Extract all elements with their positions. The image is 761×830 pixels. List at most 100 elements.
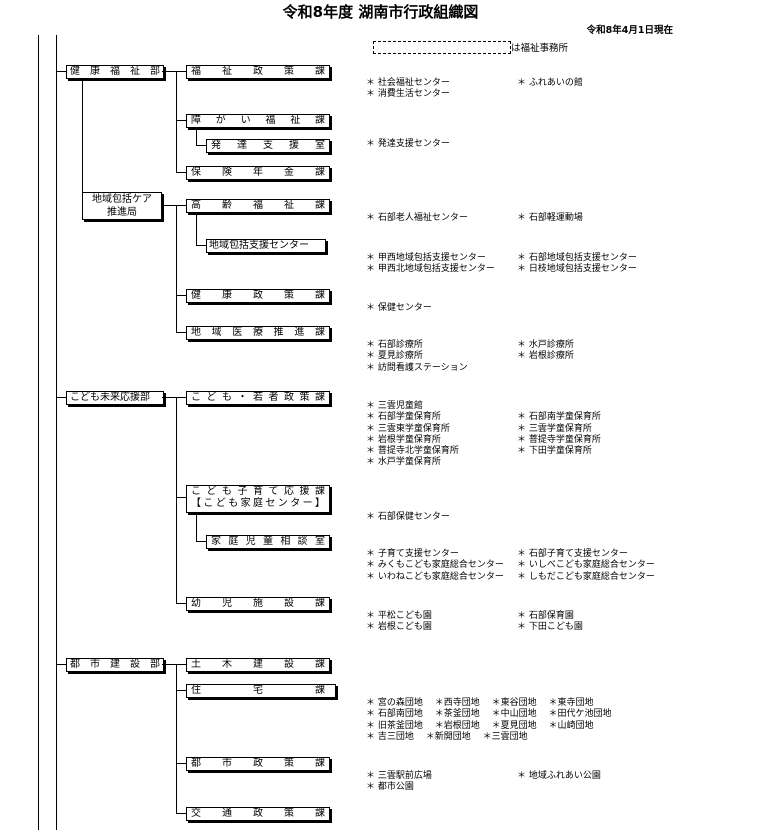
unit-kosodate-ouen: こども子育て応援課 【こども家庭センター】 (186, 485, 330, 513)
facility-item: ＊ 社会福祉センター (366, 78, 450, 88)
facility-item: ＊ 岩根診療所 (517, 351, 574, 362)
facility-item: ＊ 石部保健センター (366, 512, 450, 522)
unit-hoken-nenkin: 保険年金課 (186, 166, 330, 180)
facility-item: ＊ 甲西地域包括支援センター (366, 253, 486, 263)
branch-line (82, 78, 83, 192)
unit-hattatsu-shien: 発達支援室 (206, 139, 330, 153)
legend-label: は福祉事務所 (511, 43, 569, 54)
facility-list: ＊ 宮の森団地 ＊西寺団地 ＊東谷団地 ＊東寺団地＊ 石部南団地 ＊茶釜団地 ＊… (366, 698, 611, 743)
bureau-line-2: 推進局 (107, 207, 137, 218)
connector (176, 603, 186, 604)
connector (196, 145, 206, 146)
facility-list: ＊ 発達支援センター (366, 139, 450, 150)
facility-list: ＊ 保健センター (366, 303, 432, 314)
facility-item: ＊ 夏見診療所 (366, 351, 423, 362)
facility-item (517, 401, 601, 412)
facility-item: ＊ 石部診療所 (366, 340, 423, 350)
facility-item: ＊ 石部地域包括支援センター (517, 253, 637, 263)
connector (176, 813, 186, 814)
unit-fukushi-seisaku: 福祉政策課 (186, 65, 330, 79)
unit-youji-shisetsu: 幼児施設課 (186, 597, 330, 611)
facility-item: ＊ 三雲駅前広場 (366, 771, 432, 781)
unit-kotsu-seisaku: 交通政策課 (186, 807, 330, 821)
facility-item: ＊ いしべこども家庭総合センター (517, 560, 655, 571)
connector (176, 172, 186, 173)
bureau-chiiki-houkatsu-care: 地域包括ケア 推進局 (82, 192, 162, 220)
facility-item: ＊ 三雲東学童保育所 (366, 423, 450, 434)
branch-line (196, 512, 197, 541)
facility-item: ＊ 岩根こども園 (366, 622, 432, 633)
dept-kenko-fukushi: 健康福祉部 (66, 65, 164, 79)
facility-list: ＊ 甲西地域包括支援センター＊ 甲西北地域包括支援センター (366, 253, 495, 276)
facility-list: ＊ 石部保育園＊ 下田こども園 (517, 611, 583, 634)
connector (176, 690, 186, 691)
facility-list: ＊ 石部保健センター (366, 512, 450, 523)
unit-chiiki-houkatsu-shien: 地域包括支援センター (206, 239, 326, 253)
facility-list: ＊ 平松こども園＊ 岩根こども園 (366, 611, 432, 634)
as-of-date: 令和8年4月1日現在 (586, 25, 673, 36)
facility-item: ＊ 日枝地域包括支援センター (517, 264, 637, 275)
facility-item: ＊ みくもこども家庭総合センター (366, 560, 504, 571)
branch-line (196, 212, 197, 245)
facility-item: ＊ 三雲学童保育所 (517, 423, 592, 434)
facility-item: ＊ 石部軽運動場 (517, 213, 583, 223)
unit-kenko-seisaku: 健康政策課 (186, 289, 330, 303)
unit-toshi-seisaku: 都市政策課 (186, 757, 330, 771)
branch-line (176, 664, 177, 813)
connector (196, 245, 206, 246)
facility-item: ＊ 石部南学童保育所 (517, 412, 601, 423)
connector (176, 763, 186, 764)
unit-doboku-kensetsu: 土木建設課 (186, 658, 330, 672)
trunk-line-outer (38, 35, 39, 830)
facility-item: ＊ 菩提寺学童保育所 (517, 434, 601, 445)
connector (56, 664, 66, 665)
facility-item: ＊ 消費生活センター (366, 89, 450, 100)
facility-item: ＊ 石部保育園 (517, 611, 574, 621)
unit-kosodate-line-1: こども子育て応援課 (191, 486, 325, 497)
facility-item: ＊ 石部子育て支援センター (517, 549, 628, 559)
facility-item: ＊ いわねこども家庭総合センター (366, 571, 504, 582)
facility-item: ＊ 下田学童保育所 (517, 446, 592, 457)
bureau-line-1: 地域包括ケア (92, 194, 152, 205)
page-title: 令和8年度 湖南市行政組織図 (282, 3, 479, 21)
branch-line (176, 205, 177, 332)
connector (56, 397, 66, 398)
facility-list: ＊ 石部子育て支援センター＊ いしべこども家庭総合センター＊ しもだこども家庭総… (517, 549, 655, 583)
connector (176, 295, 186, 296)
facility-list: ＊ 石部老人福祉センター (366, 213, 468, 224)
facility-item: ＊ 菩提寺北学童保育所 (366, 446, 459, 457)
dept-kodomo-mirai: こども未来応援部 (66, 391, 164, 405)
facility-item: ＊ 訪問看護ステーション (366, 362, 468, 373)
facility-item: ＊ 岩根学童保育所 (366, 434, 441, 445)
legend-dashed-box (373, 41, 511, 54)
facility-item: ＊ しもだこども家庭総合センター (517, 571, 655, 582)
facility-list: ＊ 子育て支援センター＊ みくもこども家庭総合センター＊ いわねこども家庭総合セ… (366, 549, 504, 583)
connector (162, 397, 186, 398)
facility-list: ＊ 三雲駅前広場＊ 都市公園 (366, 771, 432, 794)
facility-item: ＊ 地域ふれあい公園 (517, 771, 601, 781)
connector (162, 205, 186, 206)
branch-line (176, 397, 177, 603)
unit-jutaku: 住宅課 (186, 684, 336, 698)
facility-item: ＊ 水戸学童保育所 (366, 457, 441, 468)
facility-list: ＊ 石部地域包括支援センター＊ 日枝地域包括支援センター (517, 253, 637, 276)
facility-item: ＊ 甲西北地域包括支援センター (366, 264, 495, 275)
facility-item: ＊ 旧茶釜団地 ＊岩根団地 ＊夏見団地 ＊山崎団地 (366, 720, 594, 731)
connector (162, 71, 186, 72)
facility-item: ＊ 平松こども園 (366, 611, 432, 621)
unit-shogai-fukushi: 障がい福祉課 (186, 114, 330, 128)
unit-katei-jido-sodan: 家庭児童相談室 (206, 535, 330, 549)
facility-list: ＊ 社会福祉センター＊ 消費生活センター (366, 78, 450, 101)
facility-item: ＊ 発達支援センター (366, 139, 450, 149)
facility-item: ＊ 吉三団地 ＊新開団地 ＊三雲団地 (366, 731, 528, 742)
facility-item: ＊ 宮の森団地 ＊西寺団地 ＊東谷団地 ＊東寺団地 (366, 698, 594, 708)
connector (162, 664, 186, 665)
facility-list: ＊ 三雲児童館＊ 石部学童保育所＊ 三雲東学童保育所＊ 岩根学童保育所＊ 菩提寺… (366, 401, 459, 469)
facility-item: ＊ 都市公園 (366, 782, 414, 793)
unit-kosodate-line-2: 【こども家庭センター】 (191, 498, 325, 509)
facility-item: ＊ 石部南団地 ＊茶釜団地 ＊中山団地 ＊田代ケ池団地 (366, 709, 612, 720)
connector (56, 71, 66, 72)
trunk-line (56, 35, 57, 830)
connector (196, 541, 206, 542)
connector (176, 332, 186, 333)
